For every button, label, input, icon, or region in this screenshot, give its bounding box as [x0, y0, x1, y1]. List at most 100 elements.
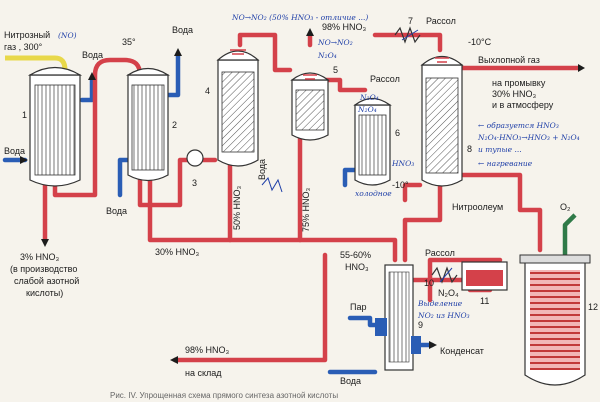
- arrow-water-top-left: [88, 72, 96, 80]
- label-brine-bottom: Рассол: [425, 248, 455, 258]
- gas-pipe-4-top: [237, 32, 293, 73]
- label-nitrous-gas-2: газ , 300°: [4, 42, 43, 52]
- equip-number-4: 4: [205, 86, 210, 96]
- nitrooleum-pipe: [402, 182, 443, 263]
- gas-pipe-5-to-6: [322, 77, 368, 93]
- column-6: [353, 97, 392, 186]
- hand-note-8-4: ← нагревание: [478, 159, 533, 168]
- acid-30pct-pipe: [147, 172, 398, 263]
- hand-note-8-3: и тупые ...: [478, 145, 522, 154]
- label-brine-mid: Рассол: [370, 74, 400, 84]
- hand-reaction-5-1: NO→NO₂: [317, 38, 353, 47]
- label-water-left: Вода: [4, 146, 25, 156]
- label-98-bottom-2: на склад: [185, 368, 222, 378]
- recycle-pipe-8: [402, 182, 423, 203]
- column-2: [125, 67, 171, 182]
- label-nitrooleum: Нитроолеум: [452, 202, 503, 212]
- equip-number-3: 3: [192, 178, 197, 188]
- column-1: [27, 66, 83, 187]
- hand-note-8-2: N₂O₄·HNO₃→HNO₃ + N₂O₄: [477, 133, 580, 142]
- pump-3: [186, 149, 204, 167]
- label-98pct-top: 98% HNO₃: [322, 22, 367, 32]
- label-minus10-top: -10°C: [468, 37, 492, 47]
- water-pipe-1-top: [79, 77, 95, 103]
- water-pipe-2-bottom: [117, 157, 133, 198]
- equip-number-6: 6: [395, 128, 400, 138]
- hand-note-9-2: NO₂ из HNO₃: [417, 311, 470, 320]
- hand-note-8-1: ← образуется HNO₃: [478, 121, 559, 130]
- label-98-bottom-1: 98% HNO₃: [185, 345, 230, 355]
- label-water-mid-right: Вода: [257, 159, 267, 180]
- column-5: [290, 72, 330, 141]
- equip-number-11: 11: [480, 296, 489, 306]
- gas-pipe-6-to-8: [372, 32, 443, 53]
- acid-9-to-12: [427, 257, 503, 303]
- hand-hno3-at-6: HNO₃: [391, 159, 414, 168]
- heat-exchanger-10: [431, 266, 458, 284]
- arrow-exhaust: [578, 64, 585, 72]
- column-4: [216, 50, 260, 167]
- label-n2o4-small: N₂O₄: [359, 93, 379, 102]
- hand-note-9-1: Выделение: [417, 299, 463, 308]
- gas-pipe-1-to-2: [52, 57, 143, 198]
- equip-number-2: 2: [172, 120, 177, 130]
- equip-number-1: 1: [22, 110, 27, 120]
- label-o2: O₂: [560, 202, 571, 212]
- label-to-wash-1: на промывку: [492, 78, 546, 88]
- label-minus10-mid: -10°: [392, 180, 409, 190]
- label-3pct-4: кислоты): [26, 288, 63, 298]
- water-pipe-2-top: [165, 52, 181, 98]
- label-n2o4: N₂O₄: [438, 288, 459, 298]
- hand-nitrous-gas: (NO): [58, 31, 77, 40]
- arrow-water-left: [20, 156, 28, 164]
- hand-top-reaction: NO→NO₂ (50% HNO₃ - отличие ...): [231, 13, 368, 22]
- autoclave-12: [519, 254, 591, 386]
- label-75pct: 75% HNO₃: [301, 187, 311, 232]
- ink-zigzag-7: [401, 29, 419, 41]
- sprayer-8: [435, 57, 449, 63]
- arrow-98-out: [170, 356, 178, 364]
- hand-reaction-5-2: N₂O₄: [317, 51, 337, 60]
- label-water-top-mid: Вода: [172, 25, 193, 35]
- label-condensate: Конденсат: [440, 346, 484, 356]
- label-3pct-2: (в производство: [10, 264, 77, 274]
- label-brine-top: Рассол: [426, 16, 456, 26]
- equip-number-9: 9: [418, 320, 423, 330]
- label-water-bottom: Вода: [340, 376, 361, 386]
- label-nitrous-gas-1: Нитрозный: [4, 30, 50, 40]
- label-50pct: 50% HNO₃: [232, 185, 242, 230]
- pipe-8-to-12: [459, 172, 543, 253]
- equip-number-5: 5: [333, 65, 338, 75]
- hand-cooling-6: холодное: [355, 189, 392, 198]
- label-steam: Пар: [350, 302, 366, 312]
- label-water-mid-left: Вода: [106, 206, 127, 216]
- hand-n2o4-at-6: N₂O₄: [357, 105, 377, 114]
- arrow-water-top-mid: [174, 48, 182, 56]
- ink-zigzag-10: [439, 267, 453, 283]
- label-30pct: 30% HNO₃: [155, 247, 200, 257]
- sprayer-5: [303, 74, 317, 80]
- acid-55-60pct-pipe: [172, 252, 328, 363]
- ink-zigzag-4: [261, 177, 283, 193]
- arrow-3pct-down: [41, 239, 49, 247]
- label-water-top-left: Вода: [82, 50, 103, 60]
- label-exhaust: Выхлопной газ: [478, 55, 540, 65]
- label-3pct-3: слабой азотной: [14, 276, 79, 286]
- equip-number-12: 12: [588, 302, 598, 312]
- equip-number-8: 8: [467, 144, 472, 154]
- label-3pct-1: 3% HNO₃: [20, 252, 60, 262]
- label-55-60-2: HNO₃: [345, 262, 369, 272]
- heat-exchanger-7: [394, 26, 421, 44]
- label-temp-35: 35°: [122, 37, 136, 47]
- arrow-98-top: [306, 28, 314, 36]
- sprayer-4: [230, 49, 246, 55]
- label-to-wash-3: и в атмосферу: [492, 100, 554, 110]
- label-to-wash-2: 30% HNO₃: [492, 89, 537, 99]
- arrow-condensate: [429, 341, 437, 349]
- figure-caption: Рис. IV. Упрощенная схема прямого синтез…: [110, 391, 338, 400]
- label-55-60-1: 55-60%: [340, 250, 371, 260]
- column-8: [420, 55, 464, 187]
- water-pipe-6: [342, 167, 358, 188]
- column-9: [375, 264, 421, 371]
- equip-number-7: 7: [408, 16, 413, 26]
